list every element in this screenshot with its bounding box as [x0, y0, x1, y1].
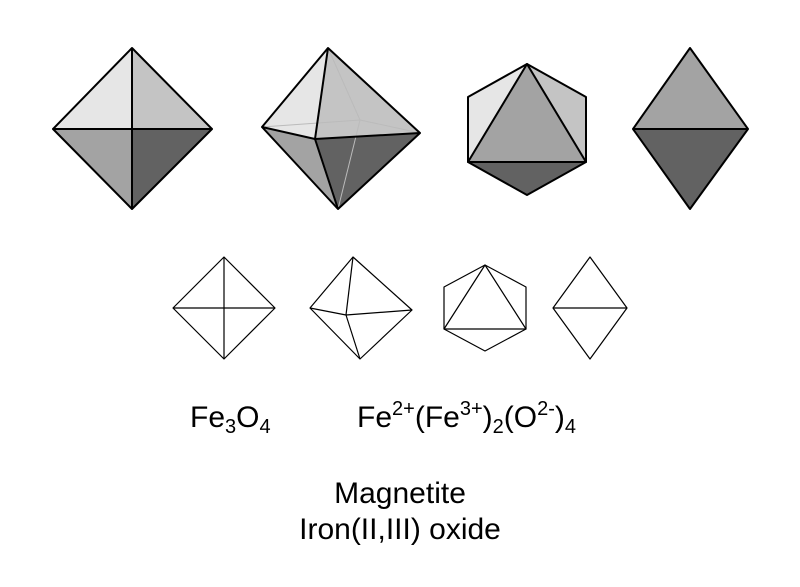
ionic-formula-part: 2- — [537, 398, 555, 420]
octahedron-threefold-view-shaded — [467, 63, 587, 196]
simple-formula: Fe3O4 — [190, 398, 271, 438]
octahedron-front-view-shaded — [52, 47, 213, 210]
compound-name: Iron(II,III) oxide — [299, 513, 501, 546]
ionic-formula-part: 4 — [564, 416, 577, 438]
ionic-formula-part: 2 — [492, 416, 504, 438]
octahedron-oblique-view-outline — [309, 256, 413, 360]
simple-formula-part: O — [236, 401, 260, 434]
ionic-formula-part: ) — [482, 401, 493, 434]
ionic-formula-part: ) — [554, 401, 565, 434]
ionic-formula-part: 3+ — [459, 398, 483, 420]
simple-formula-part: 4 — [259, 416, 271, 438]
ionic-formula-part: 2+ — [392, 398, 415, 420]
ionic-formula-part: (Fe — [414, 401, 460, 434]
mineral-name: Magnetite — [334, 477, 466, 510]
octahedron-side-view-outline — [552, 256, 628, 360]
octahedron-oblique-view-shaded — [261, 47, 421, 210]
ionic-formula-part: (O — [503, 401, 538, 434]
simple-formula-part: 3 — [225, 416, 237, 438]
octahedron-side-view-shaded — [632, 47, 749, 210]
ionic-formula: Fe2+(Fe3+)2(O2-)4 — [357, 398, 576, 438]
octahedron-threefold-view-outline — [443, 264, 527, 352]
simple-formula-part: Fe — [190, 401, 226, 434]
octahedron-front-view-outline — [172, 256, 276, 360]
ionic-formula-part: Fe — [357, 401, 393, 434]
